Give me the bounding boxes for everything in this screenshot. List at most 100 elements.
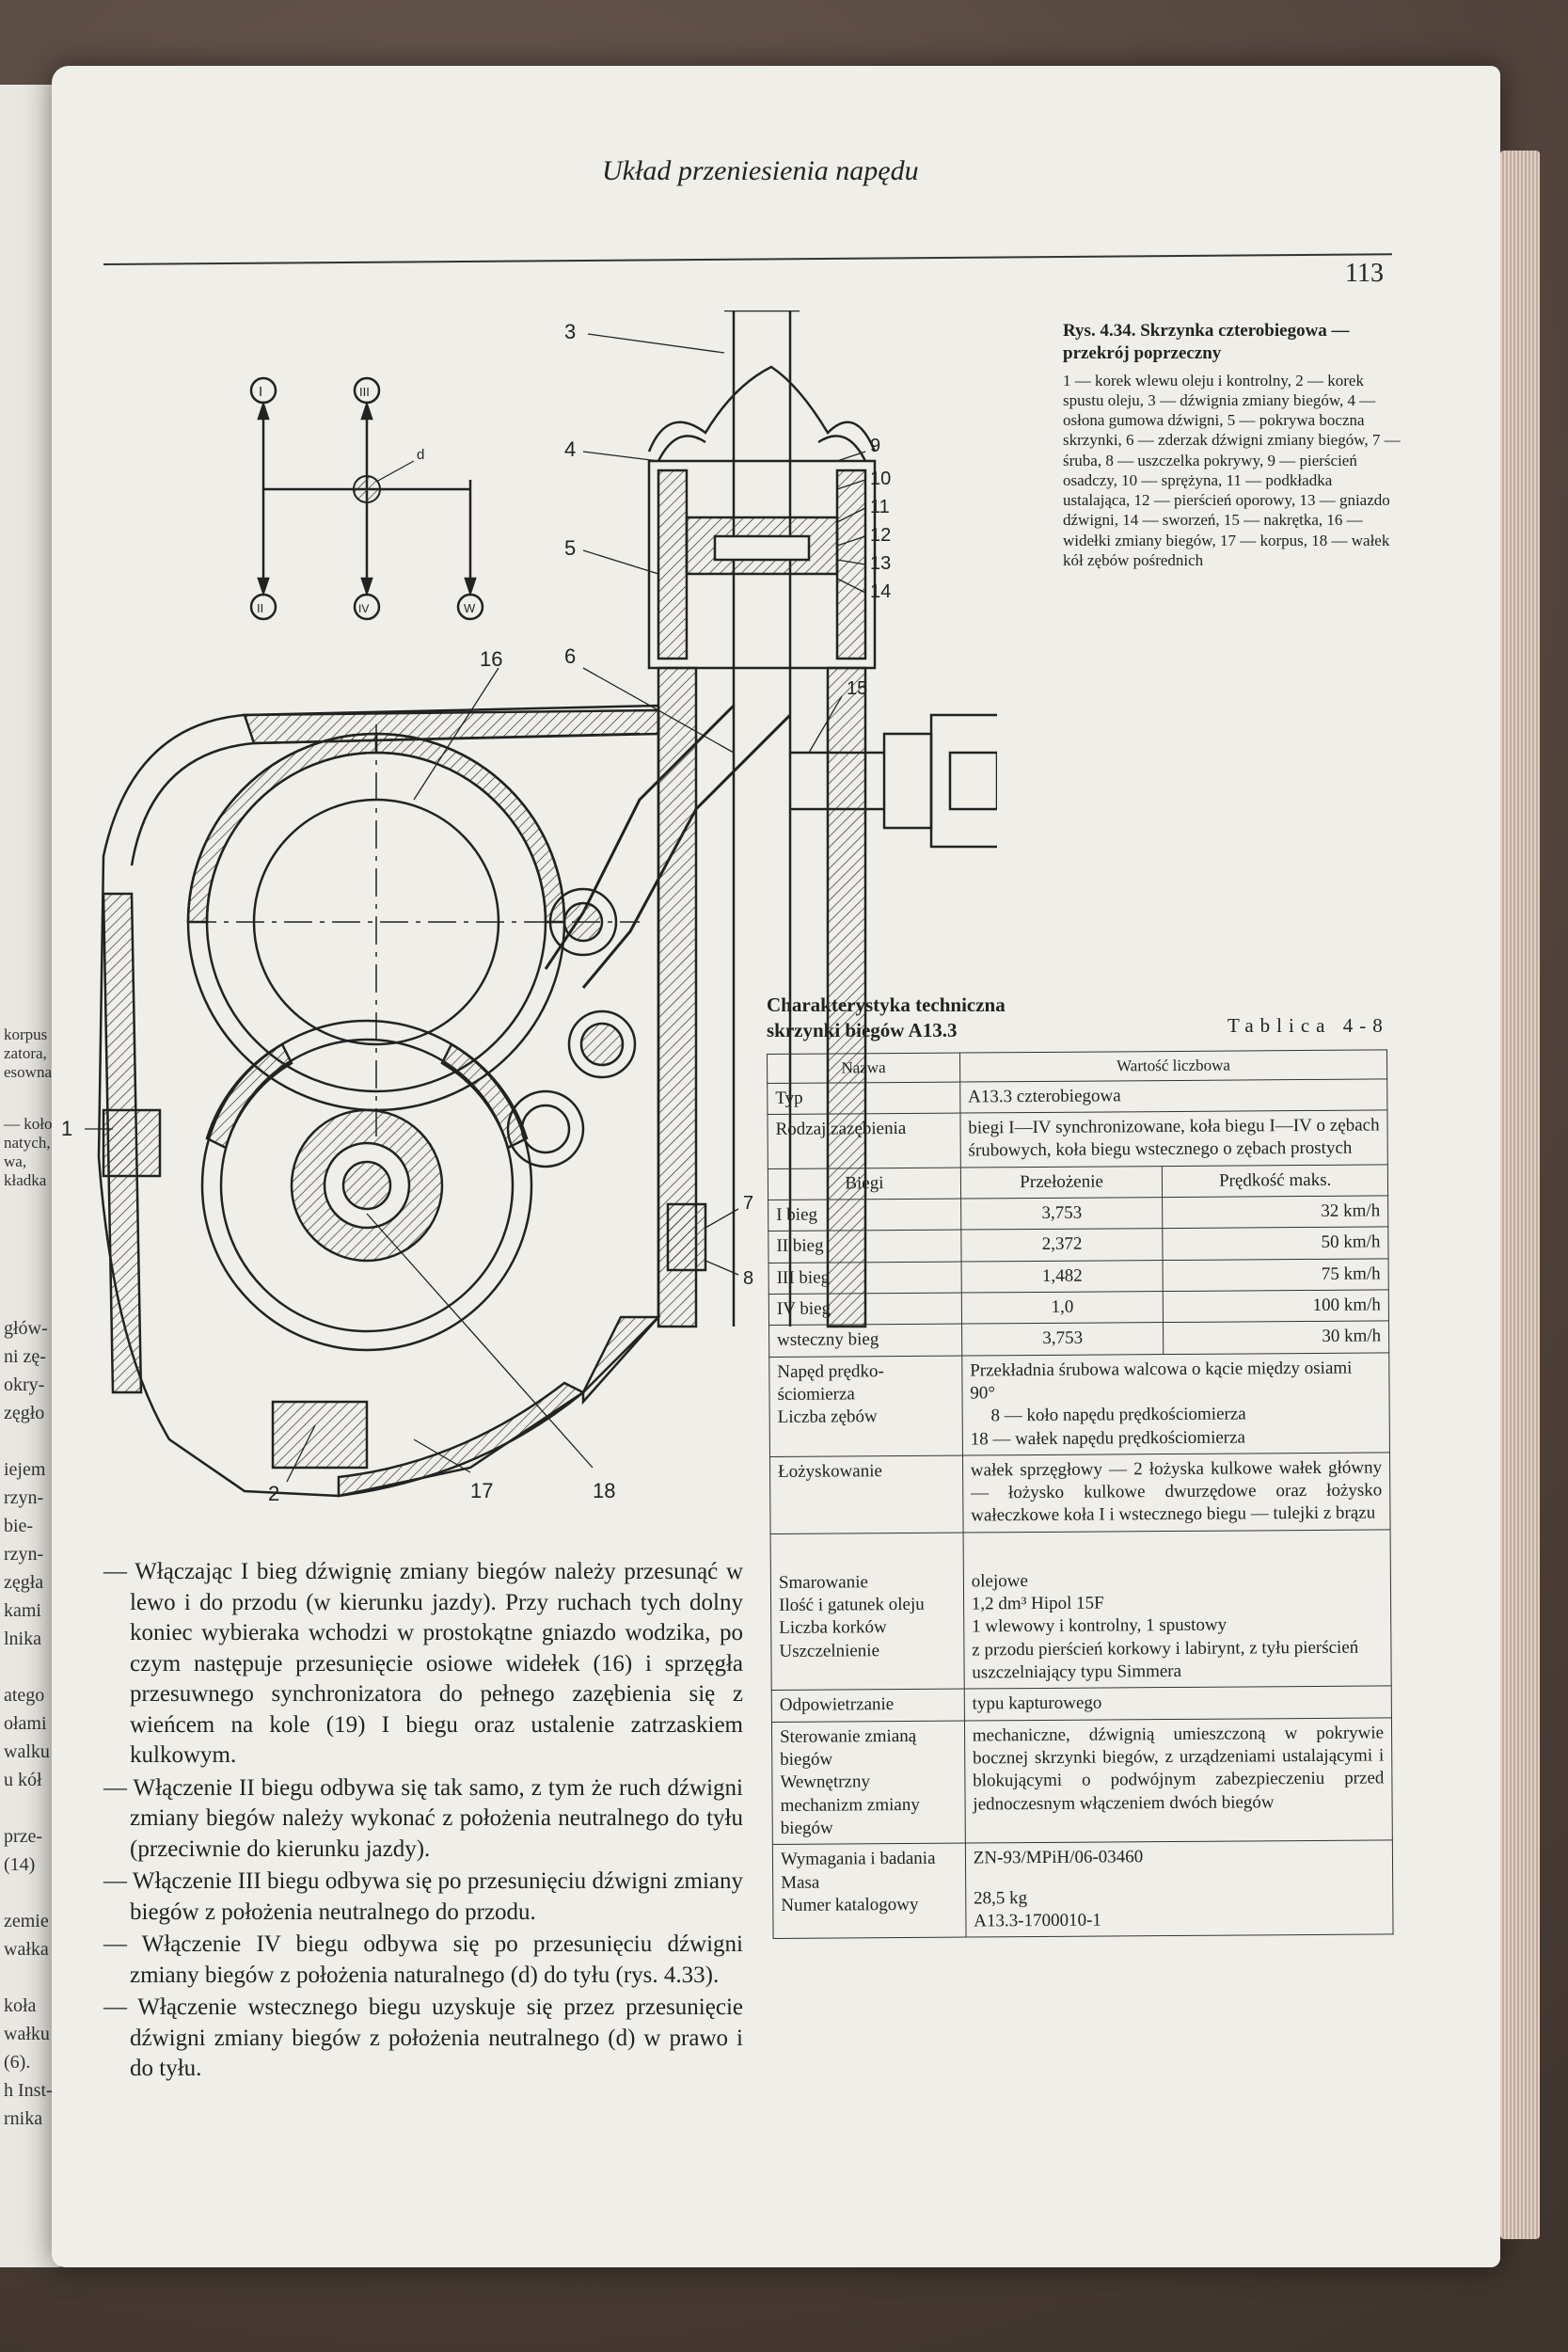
label-line: Liczba korków [779,1617,887,1639]
gear-row: II bieg 2,372 50 km/h [768,1227,1389,1263]
figure-caption: Rys. 4.34. Skrzynka czterobiegowa — prze… [1063,320,1402,570]
table-number: Tablica 4-8 [1227,1014,1389,1037]
value-line: z przodu pierścień korkowy i labirynt, z… [972,1637,1359,1683]
table-row: Napęd prędko- ściomierza Liczba zębów Pr… [768,1352,1390,1457]
left-fragment: głów- [4,1318,48,1339]
row-label: Smarowanie Ilość i gatunek oleju Liczba … [770,1532,965,1691]
body-paragraph: — Włączenie III biegu odbywa się po prze… [103,1868,743,1925]
left-fragment: ni zę- [4,1346,46,1367]
value-line: 8 — koło napędu prędkościomierza [990,1404,1246,1426]
left-fragment: wałku [4,2024,50,2044]
row-label: Sterowanie zmianą biegów Wewnętrzny mech… [771,1720,966,1845]
row-label: Napęd prędko- ściomierza Liczba zębów [768,1355,963,1457]
callout-15: 15 [847,678,867,699]
neutral-label: d [417,447,424,463]
row-label: Typ [767,1081,960,1115]
row-label: Rodzaj zazębienia [767,1113,961,1169]
table-row: Wymagania i badania Masa Numer katalogow… [772,1840,1394,1939]
gear-header-row: Biegi Przełożenie Prędkość maks. [768,1164,1388,1200]
left-fragment: atego [4,1685,45,1706]
table-head-name: Nazwa [767,1053,960,1084]
gear-speed: 30 km/h [1163,1321,1389,1355]
left-fragment: natych, [4,1134,51,1152]
left-fragment: h Inst- [4,2080,53,2101]
left-fragment: lnika [4,1629,41,1649]
gear-row: IV bieg 1,0 100 km/h [768,1289,1389,1326]
label-line: Masa [781,1872,820,1893]
body-paragraph: — Włączając I bieg dźwignię zmiany biegó… [103,1559,743,1768]
row-value: wałek sprzęgłowy — 2 łożyska kulkowe wał… [962,1452,1391,1533]
left-fragment: (14) [4,1854,36,1875]
left-fragment: prze- [4,1826,43,1847]
table-row: Rodzaj zazębienia biegi I—IV synchronizo… [767,1109,1388,1169]
value-line: 1,2 dm³ Hipol 15F [971,1593,1104,1614]
value-line: A13.3-1700010-1 [974,1910,1101,1931]
shift-label: IV [358,602,369,615]
upper-gear [186,724,640,1138]
value-line: olejowe [971,1570,1028,1592]
gear-head: Prędkość maks. [1162,1164,1388,1198]
table-head-value: Wartość liczbowa [959,1049,1387,1082]
page-stack-edge [1500,151,1540,2239]
left-fragment: kami [4,1600,41,1621]
callout-6: 6 [564,644,576,668]
label-line: Sterowanie zmianą biegów [779,1725,917,1770]
shift-label: II [257,601,263,615]
left-fragment: wałka [4,1939,49,1960]
left-fragment: esowna [4,1063,52,1081]
row-label: Wymagania i badania Masa Numer katalogow… [772,1843,966,1939]
shift-label: W [464,601,476,615]
row-value: olejowe 1,2 dm³ Hipol 15F 1 wlewowy i ko… [962,1529,1392,1690]
spec-table: Nazwa Wartość liczbowa Typ A13.3 czterob… [767,1049,1394,1939]
gear-ratio: 3,753 [961,1322,1164,1356]
table-row: Odpowietrzanie typu kapturowego [771,1686,1392,1723]
callout-7: 7 [743,1193,753,1214]
gear-name: IV bieg [768,1292,962,1326]
left-fragment: rnika [4,2108,43,2129]
gearbox-housing [97,704,707,1498]
callout-16: 16 [480,647,502,671]
left-fragment: wa, [4,1152,27,1170]
label-line: Numer katalogowy [781,1894,919,1915]
row-label: Odpowietrzanie [771,1689,965,1723]
shift-label: III [359,385,370,399]
shift-label: I [259,384,262,400]
callout-leaders [85,333,866,1483]
left-fragment: ołami [4,1713,47,1734]
gear-name: wsteczny bieg [768,1324,962,1358]
callout-12: 12 [870,525,891,546]
left-fragment: (6). [4,2052,31,2073]
left-fragment: korpus [4,1025,48,1043]
label-line: Ilość i gatunek oleju [779,1594,925,1615]
value-line: ZN-93/MPiH/06-03460 [973,1847,1144,1868]
callout-5: 5 [564,536,576,560]
gear-speed: 100 km/h [1163,1289,1389,1323]
row-value: A13.3 czterobiegowa [959,1078,1387,1114]
value-line: 28,5 kg [973,1887,1028,1908]
body-text: — Włączając I bieg dźwignię zmiany biegó… [103,1557,743,2087]
label-line: Napęd prędko- [777,1360,884,1382]
gear-ratio: 3,753 [960,1197,1164,1231]
left-fragment: koła [4,1995,37,2016]
table-header-row: Nazwa Wartość liczbowa [767,1049,1387,1084]
row-value: biegi I—IV synchronizowane, koła biegu I… [959,1109,1388,1168]
left-fragment: rzyn- [4,1487,44,1508]
gear-row: wsteczny bieg 3,753 30 km/h [768,1321,1389,1358]
label-line: Wymagania i badania [780,1848,936,1870]
left-fragment: zęgło [4,1403,45,1423]
body-paragraph: — Włączenie wstecznego biegu uzyskuje si… [103,1994,743,2081]
callout-8: 8 [743,1268,753,1289]
gear-row: III bieg 1,482 75 km/h [768,1258,1389,1295]
gear-name: II bieg [768,1230,961,1263]
callout-13: 13 [870,553,891,574]
label-line: Uszczelnienie [779,1640,880,1661]
gear-ratio: 2,372 [960,1228,1164,1262]
gear-speed: 32 km/h [1163,1195,1388,1229]
left-fragment: walku [4,1741,50,1762]
nut-assembly [790,713,997,849]
left-fragment: bie- [4,1516,34,1536]
label-line: Smarowanie [778,1572,868,1593]
row-label: Łożyskowanie [769,1454,963,1534]
callout-2: 2 [268,1482,279,1505]
gear-name: I bieg [768,1199,961,1232]
